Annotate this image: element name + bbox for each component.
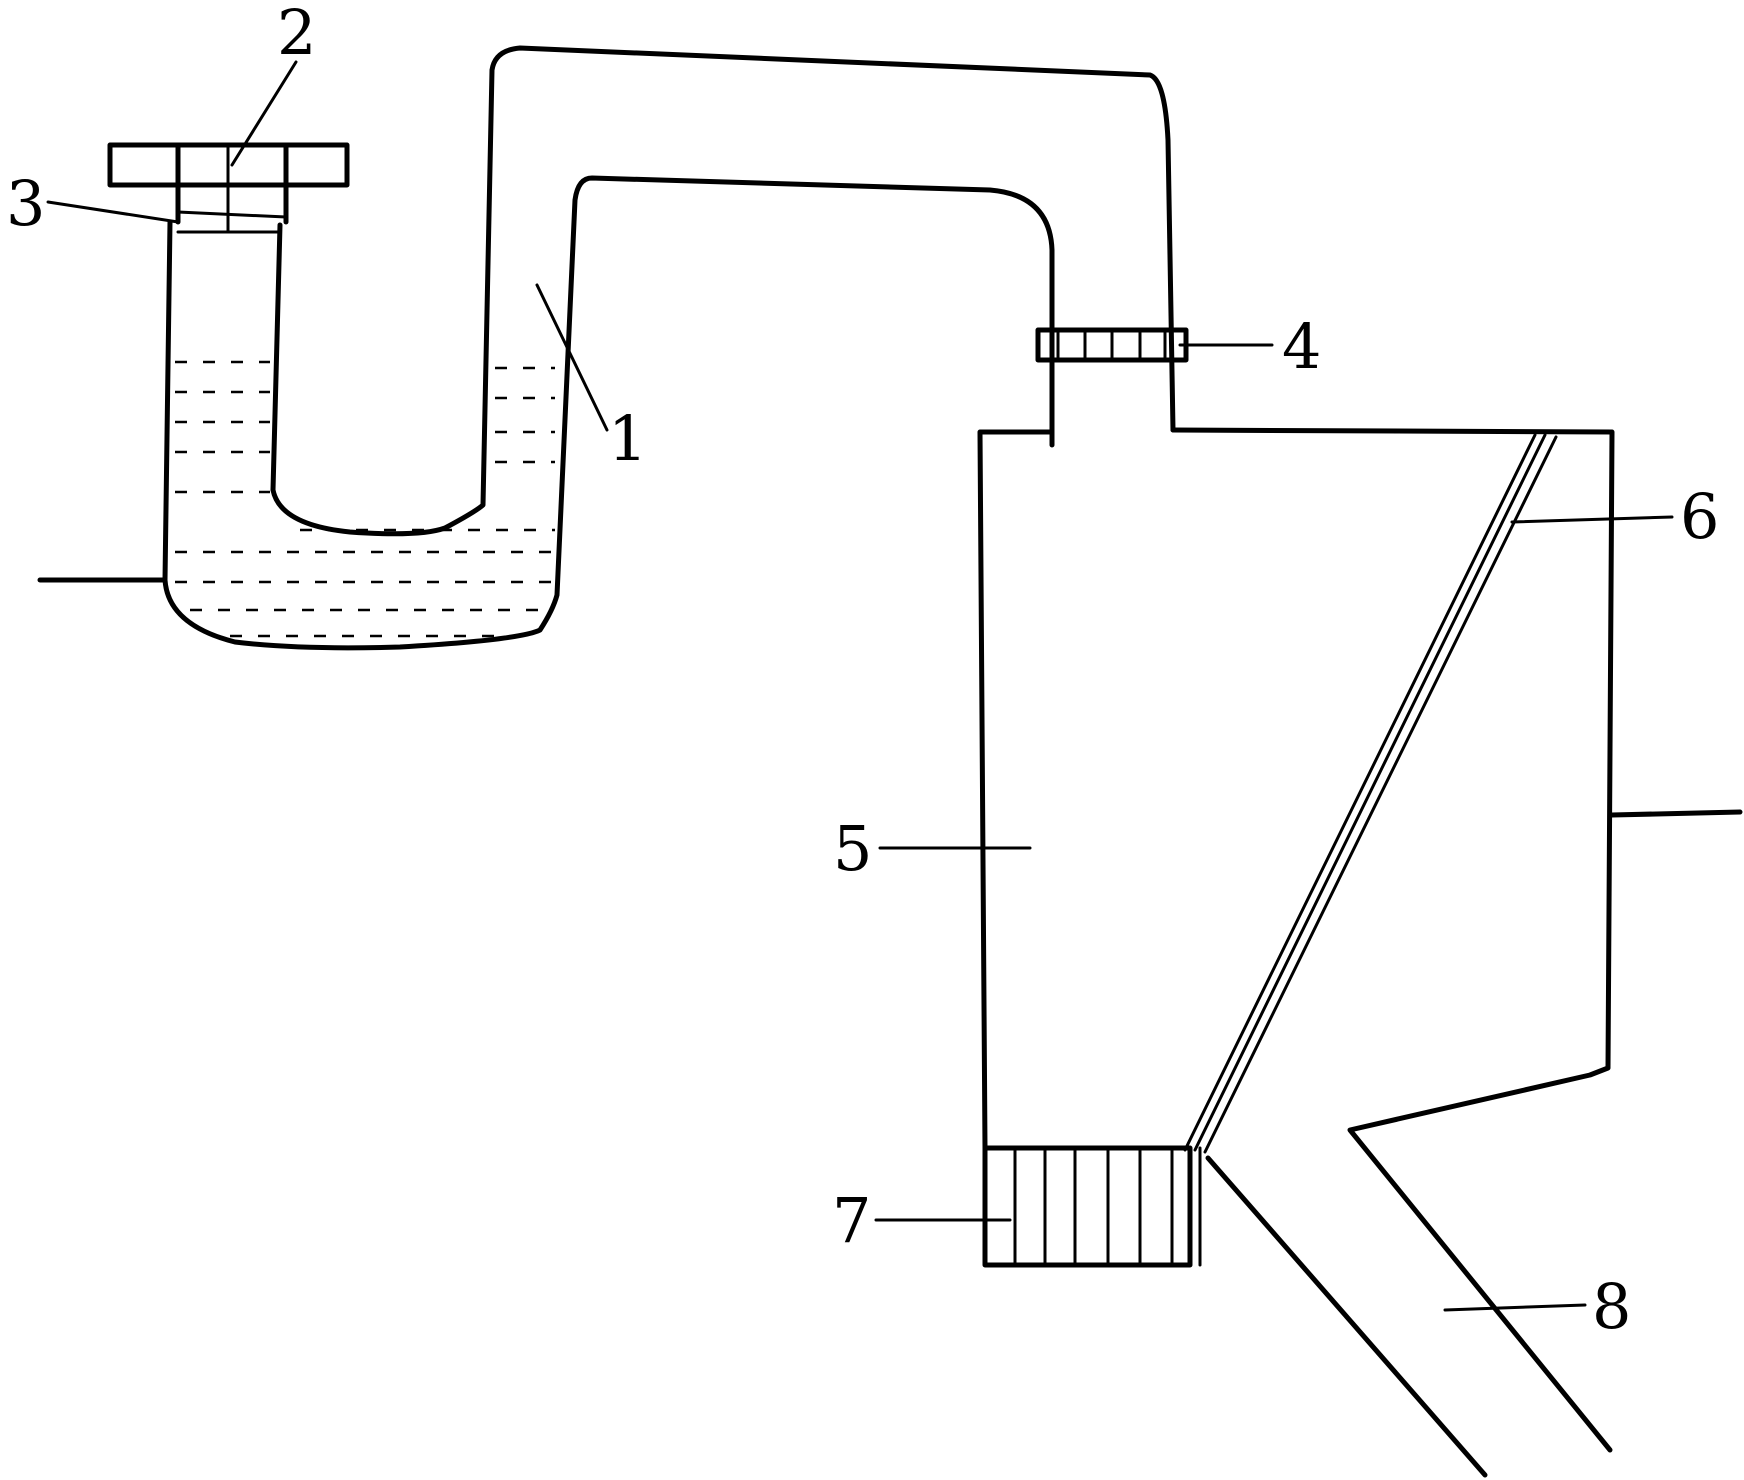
label-7: 7 xyxy=(832,1184,871,1257)
label-3: 3 xyxy=(6,167,45,240)
filter-block xyxy=(1013,1146,1202,1267)
outlet-line xyxy=(1609,809,1743,818)
vessel-outline xyxy=(977,429,1193,1268)
vessel-right-wall xyxy=(1170,427,1615,1453)
label-1: 1 xyxy=(608,402,647,475)
u-tube-outer-wall xyxy=(162,175,1055,651)
cap-assembly xyxy=(107,142,350,234)
u-tube-inner-wall xyxy=(270,45,1176,537)
label-8: 8 xyxy=(1592,1270,1631,1343)
liquid-fill xyxy=(175,360,555,638)
connector-flange xyxy=(1035,327,1189,363)
label-5: 5 xyxy=(833,812,872,885)
u-tube xyxy=(162,45,1176,651)
label-4: 4 xyxy=(1282,310,1321,383)
inclined-plate xyxy=(1183,433,1558,1154)
label-2: 2 xyxy=(277,0,316,69)
label-6: 6 xyxy=(1680,480,1719,553)
leader-lines xyxy=(46,60,1674,1312)
vessel-body xyxy=(977,427,1615,1478)
